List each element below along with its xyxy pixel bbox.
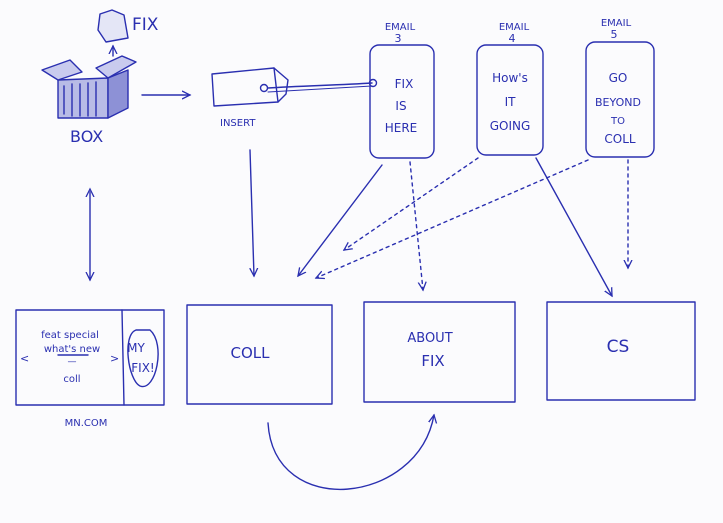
- email4-to-coll-arrow: [344, 157, 479, 250]
- email-3-line-1: FIX: [395, 77, 414, 91]
- email3-to-coll-arrow: [298, 164, 383, 276]
- site-line-1: feat special: [41, 330, 99, 341]
- about-page-line-1: ABOUT: [407, 331, 452, 346]
- email-4-line-1: How's: [492, 71, 528, 85]
- email-5-number: 5: [611, 28, 618, 41]
- site-right-arrow: >: [110, 352, 119, 365]
- cs-page-box: [546, 301, 696, 401]
- insert-label: INSERT: [220, 118, 256, 129]
- coll-page-box: [186, 304, 333, 405]
- email-5-label: EMAIL: [601, 18, 632, 29]
- site-line-3: —: [68, 357, 77, 367]
- about-fix-page-box: [363, 301, 516, 403]
- insert-to-coll-arrow: [250, 149, 254, 276]
- email5-to-coll-arrow: [316, 159, 589, 278]
- email-4-card: [476, 44, 544, 156]
- site-caption: MN.COM: [65, 418, 108, 429]
- email-4-label: EMAIL: [499, 22, 530, 33]
- site-line-2: what's new: [44, 344, 100, 355]
- email-3-card: [369, 44, 435, 159]
- box-label: BOX: [70, 127, 103, 146]
- insert-to-email3-link: [267, 82, 373, 89]
- email-5-card: [585, 41, 655, 158]
- email4-to-cs-arrow: [535, 157, 612, 296]
- email-5-line-3: TO: [610, 116, 625, 127]
- email-5-line-4: COLL: [604, 132, 636, 146]
- email-4-line-3: GOING: [490, 119, 531, 133]
- email-3-line-3: HERE: [385, 121, 418, 135]
- email-4-number: 4: [509, 32, 516, 45]
- coll-to-about-curve-arrow: [267, 415, 434, 491]
- site-ad-line-2: FIX!: [131, 361, 154, 375]
- mn-site-mockup: [15, 309, 165, 406]
- fix-paper-icon: [97, 9, 129, 43]
- fix-label: FIX: [132, 15, 159, 35]
- site-line-4: coll: [63, 374, 80, 385]
- coll-page-label: COLL: [231, 344, 271, 362]
- about-page-line-2: FIX: [421, 352, 444, 370]
- box-icon: [41, 55, 137, 119]
- email-5-line-1: GO: [609, 71, 628, 85]
- email-5-line-2: BEYOND: [595, 96, 641, 109]
- cs-page-label: CS: [607, 337, 630, 357]
- site-ad-line-1: MY: [127, 341, 145, 355]
- email3-to-about-arrow: [409, 161, 423, 290]
- email-3-number: 3: [395, 32, 402, 45]
- site-left-arrow: <: [20, 352, 29, 365]
- email-3-label: EMAIL: [385, 22, 416, 33]
- email-3-line-2: IS: [395, 99, 406, 113]
- email-4-line-2: IT: [505, 95, 517, 109]
